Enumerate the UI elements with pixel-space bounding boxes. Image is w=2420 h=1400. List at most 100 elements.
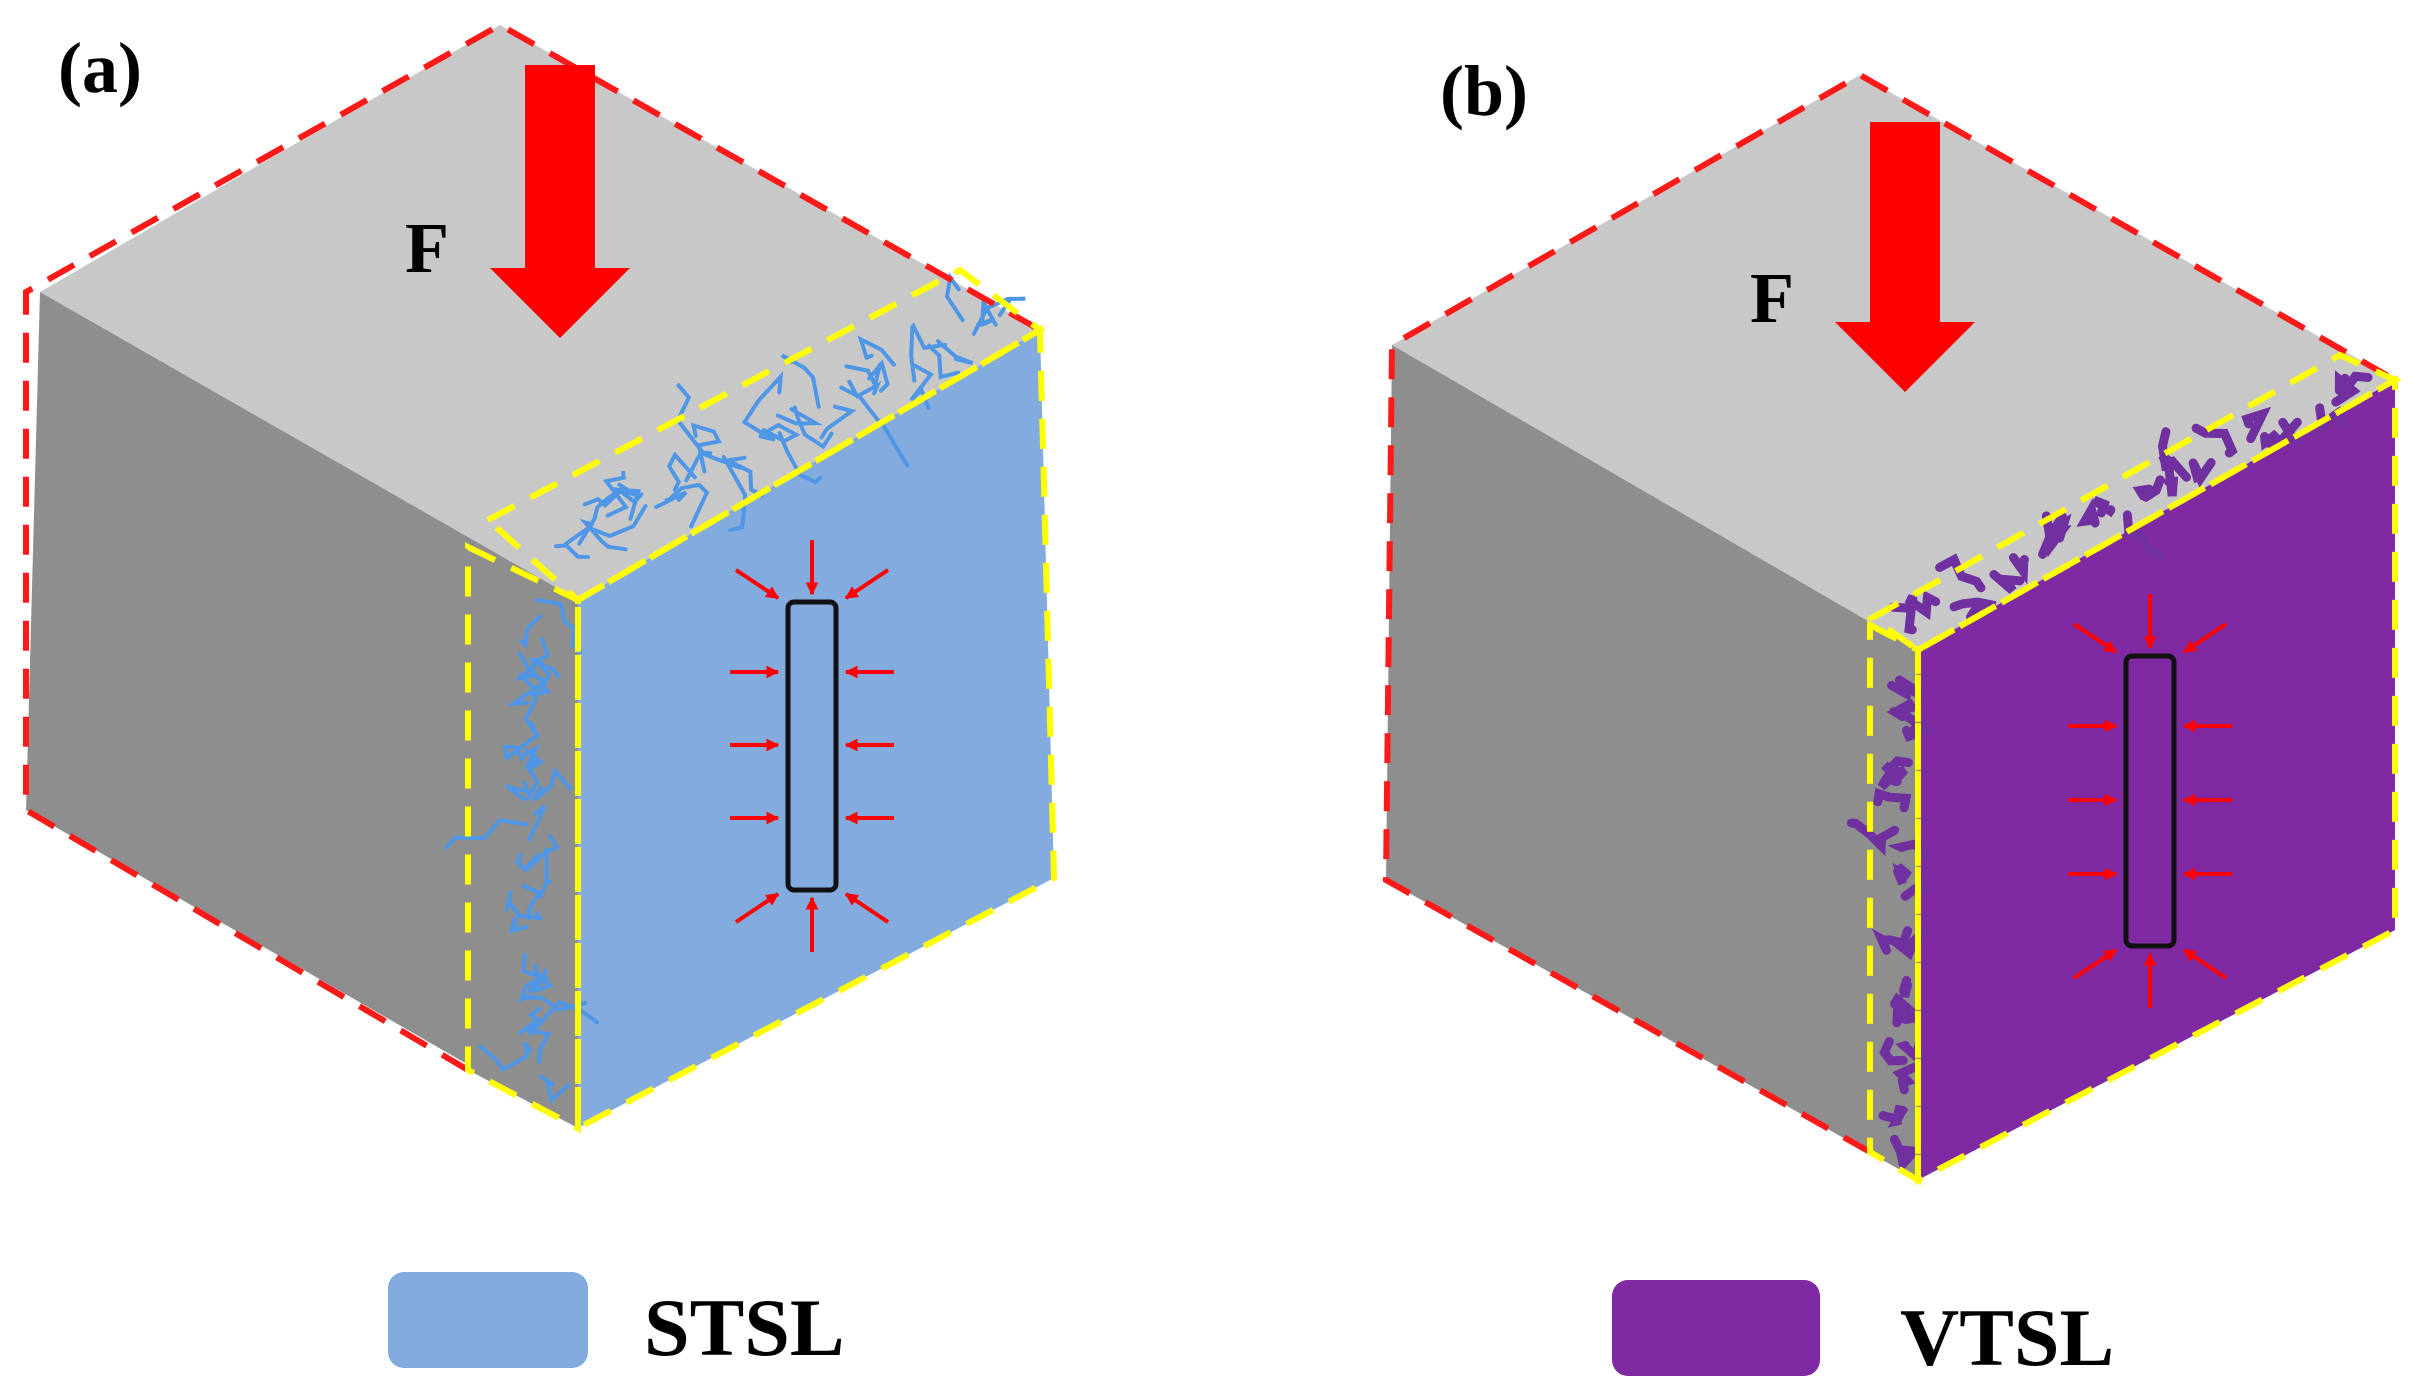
crack-line: [721, 455, 748, 533]
pressure-arrow: [734, 568, 780, 600]
cube-a-left-face: [26, 292, 578, 1128]
legend-swatch-stsl: [388, 1272, 588, 1368]
crack-line: [792, 405, 834, 450]
crack-line: [976, 295, 998, 328]
crack-line: [2188, 458, 2216, 488]
crack-line: [522, 743, 541, 771]
crack-line: [535, 598, 583, 654]
crack-line: [857, 335, 896, 367]
crack-line: [525, 834, 560, 871]
crack-line: [1888, 602, 1917, 635]
crack-line: [554, 543, 590, 559]
crack-line: [777, 431, 823, 485]
crack-line: [971, 296, 1026, 336]
pressure-arrow: [734, 892, 780, 924]
crack-line: [538, 847, 552, 899]
crack-line: [2091, 496, 2116, 518]
crack-line: [2272, 417, 2303, 445]
crack-line: [1949, 597, 1997, 622]
crack-line: [527, 804, 547, 842]
crack-line: [526, 1023, 552, 1065]
crack-line: [444, 817, 529, 850]
crack-line: [508, 916, 528, 934]
crack-line: [582, 488, 644, 508]
crack-line: [775, 407, 823, 426]
crack-line: [612, 482, 642, 521]
cube-b-left-face: [1386, 345, 1918, 1180]
crack-line: [518, 652, 551, 697]
legend-label-vtsl: VTSL: [1900, 1292, 2114, 1383]
panel-a: F (a) STSL: [23, 21, 1058, 1373]
force-label-a: F: [405, 208, 449, 288]
crack-line: [1897, 1008, 1923, 1024]
crack-line: [909, 322, 947, 383]
slot-b: [2123, 653, 2177, 949]
crack-line: [1886, 698, 1921, 726]
crack-line: [506, 683, 551, 707]
panel-label-b: (b): [1440, 51, 1528, 131]
crack-line: [504, 780, 532, 801]
pressure-arrow: [2182, 622, 2228, 654]
crack-line: [819, 404, 857, 440]
crack-line: [1890, 992, 1918, 1028]
cube-b-yellow-dashed-front: [1915, 374, 2398, 1185]
cube-b-red-dashed-edges: [1382, 71, 2397, 1155]
crack-line: [502, 733, 540, 762]
cube-a-red-dashed-edges: [23, 21, 1042, 1073]
crack-pattern-a: [444, 272, 1026, 1104]
crack-line: [1904, 590, 1941, 621]
crack-line: [518, 1006, 542, 1035]
panel-label-a: (a): [58, 28, 142, 108]
crack-line: [521, 883, 542, 921]
crack-line: [654, 482, 710, 529]
crack-line: [666, 451, 697, 492]
crack-line: [1890, 1134, 1924, 1173]
crack-line: [1935, 553, 1986, 593]
cube-a-side-layer: [468, 547, 578, 1128]
crack-line: [578, 518, 628, 552]
crack-line: [528, 999, 600, 1036]
crack-line: [518, 673, 540, 737]
crack-line: [2260, 429, 2281, 451]
crack-line: [2132, 475, 2165, 503]
crack-line: [844, 362, 883, 391]
force-label-b: F: [1750, 258, 1794, 338]
pressure-arrows-b: [2068, 594, 2232, 1008]
crack-line: [2191, 423, 2238, 458]
crack-line: [2157, 427, 2191, 482]
crack-line: [1846, 818, 1900, 857]
crack-pattern-b: [1846, 370, 2373, 1173]
crack-line: [531, 766, 572, 802]
crack-line: [1879, 1037, 1908, 1066]
crack-line: [2076, 497, 2100, 528]
pressure-arrows-a: [730, 540, 894, 952]
crack-line: [514, 852, 541, 873]
crack-line: [1989, 570, 2025, 594]
crack-line: [1873, 787, 1912, 813]
force-arrow-b: [1835, 122, 1975, 392]
crack-line: [564, 504, 648, 546]
crack-line: [2050, 511, 2072, 543]
crack-line: [1892, 1062, 1920, 1095]
pressure-arrow: [2072, 948, 2118, 980]
crack-line: [2241, 406, 2272, 444]
crack-line: [2008, 553, 2029, 585]
crack-line: [1899, 976, 1912, 998]
crack-line: [936, 339, 974, 366]
crack-line: [867, 359, 890, 393]
crack-line: [1892, 863, 1912, 886]
crack-line: [529, 657, 552, 691]
crack-line: [1877, 765, 1909, 791]
crack-line: [944, 272, 965, 322]
crack-line: [2122, 510, 2163, 560]
crack-line: [927, 343, 961, 380]
crack-line: [519, 614, 542, 649]
pressure-arrow: [2072, 622, 2118, 654]
crack-line: [2337, 371, 2373, 398]
crack-line: [1878, 1104, 1909, 1128]
panel-b: F (b) VTSL: [1382, 51, 2402, 1383]
crack-line: [524, 748, 545, 802]
crack-line: [1871, 926, 1913, 955]
pressure-arrow: [2182, 948, 2228, 980]
legend-swatch-vtsl: [1612, 1280, 1820, 1376]
